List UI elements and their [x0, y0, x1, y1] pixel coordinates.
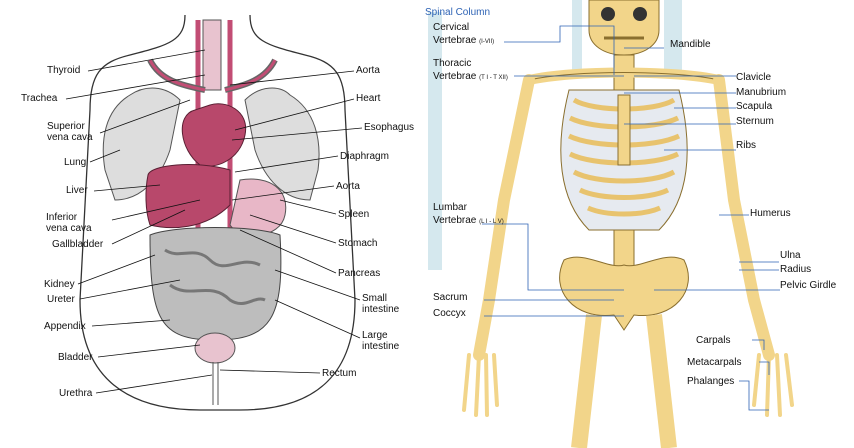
- label-thoracic: Thoracic: [433, 58, 472, 69]
- label-spleen: Spleen: [338, 209, 370, 220]
- label-stomach: Stomach: [338, 238, 378, 249]
- label-superior-vena-cava-1: Superior: [47, 121, 85, 132]
- organs-diagram: Thyroid Trachea Superior vena cava Lung …: [0, 0, 424, 448]
- skeleton-diagram: Spinal Column Cervical Vertebrae (I-VII)…: [424, 0, 854, 448]
- label-urethra: Urethra: [59, 388, 93, 399]
- label-esophagus: Esophagus: [364, 122, 415, 133]
- label-gallbladder: Gallbladder: [52, 239, 104, 250]
- label-coccyx: Coccyx: [433, 308, 466, 319]
- skeleton-illustration: [428, 0, 794, 448]
- label-bladder: Bladder: [58, 352, 93, 363]
- label-large-intestine-1: Large: [362, 330, 388, 341]
- label-liver: Liver: [66, 185, 88, 196]
- label-metacarpals: Metacarpals: [687, 357, 742, 368]
- label-carpals: Carpals: [696, 335, 731, 346]
- label-ureter: Ureter: [47, 294, 75, 305]
- torso-illustration: [65, 14, 363, 411]
- label-clavicle: Clavicle: [736, 72, 772, 83]
- label-small-intestine-1: Small: [362, 293, 388, 304]
- label-cervical-vertebrae: Vertebrae (I-VII): [433, 35, 495, 46]
- label-manubrium: Manubrium: [736, 87, 787, 98]
- label-sacrum: Sacrum: [433, 292, 468, 303]
- label-lung: Lung: [64, 157, 87, 168]
- label-humerus: Humerus: [750, 208, 791, 219]
- label-kidney: Kidney: [44, 279, 75, 290]
- label-radius: Radius: [780, 264, 812, 275]
- label-inferior-vena-cava-1: Inferior: [46, 212, 78, 223]
- label-trachea: Trachea: [21, 93, 58, 104]
- label-heart: Heart: [356, 93, 381, 104]
- label-cervical: Cervical: [433, 22, 470, 33]
- label-mandible: Mandible: [670, 39, 711, 50]
- label-sternum: Sternum: [736, 116, 774, 127]
- label-diaphragm: Diaphragm: [340, 151, 389, 162]
- label-superior-vena-cava-2: vena cava: [47, 132, 93, 143]
- label-aorta-lower: Aorta: [336, 181, 360, 192]
- label-small-intestine-2: intestine: [362, 304, 400, 315]
- label-scapula: Scapula: [736, 101, 773, 112]
- label-pancreas: Pancreas: [338, 268, 381, 279]
- label-phalanges: Phalanges: [687, 376, 735, 387]
- label-lumbar-vertebrae: Vertebrae (L I - L V): [433, 215, 504, 226]
- label-rectum: Rectum: [322, 368, 357, 379]
- label-lumbar: Lumbar: [433, 202, 467, 213]
- label-large-intestine-2: intestine: [362, 341, 400, 352]
- label-ribs: Ribs: [736, 140, 757, 151]
- spinal-column-title: Spinal Column: [425, 7, 491, 18]
- label-thyroid: Thyroid: [47, 65, 81, 76]
- label-ulna: Ulna: [780, 250, 801, 261]
- label-pelvic-girdle: Pelvic Girdle: [780, 280, 837, 291]
- label-inferior-vena-cava-2: vena cava: [46, 223, 92, 234]
- label-appendix: Appendix: [44, 321, 86, 332]
- label-aorta-upper: Aorta: [356, 65, 380, 76]
- label-thoracic-vertebrae: Vertebrae (T I - T XII): [433, 71, 508, 82]
